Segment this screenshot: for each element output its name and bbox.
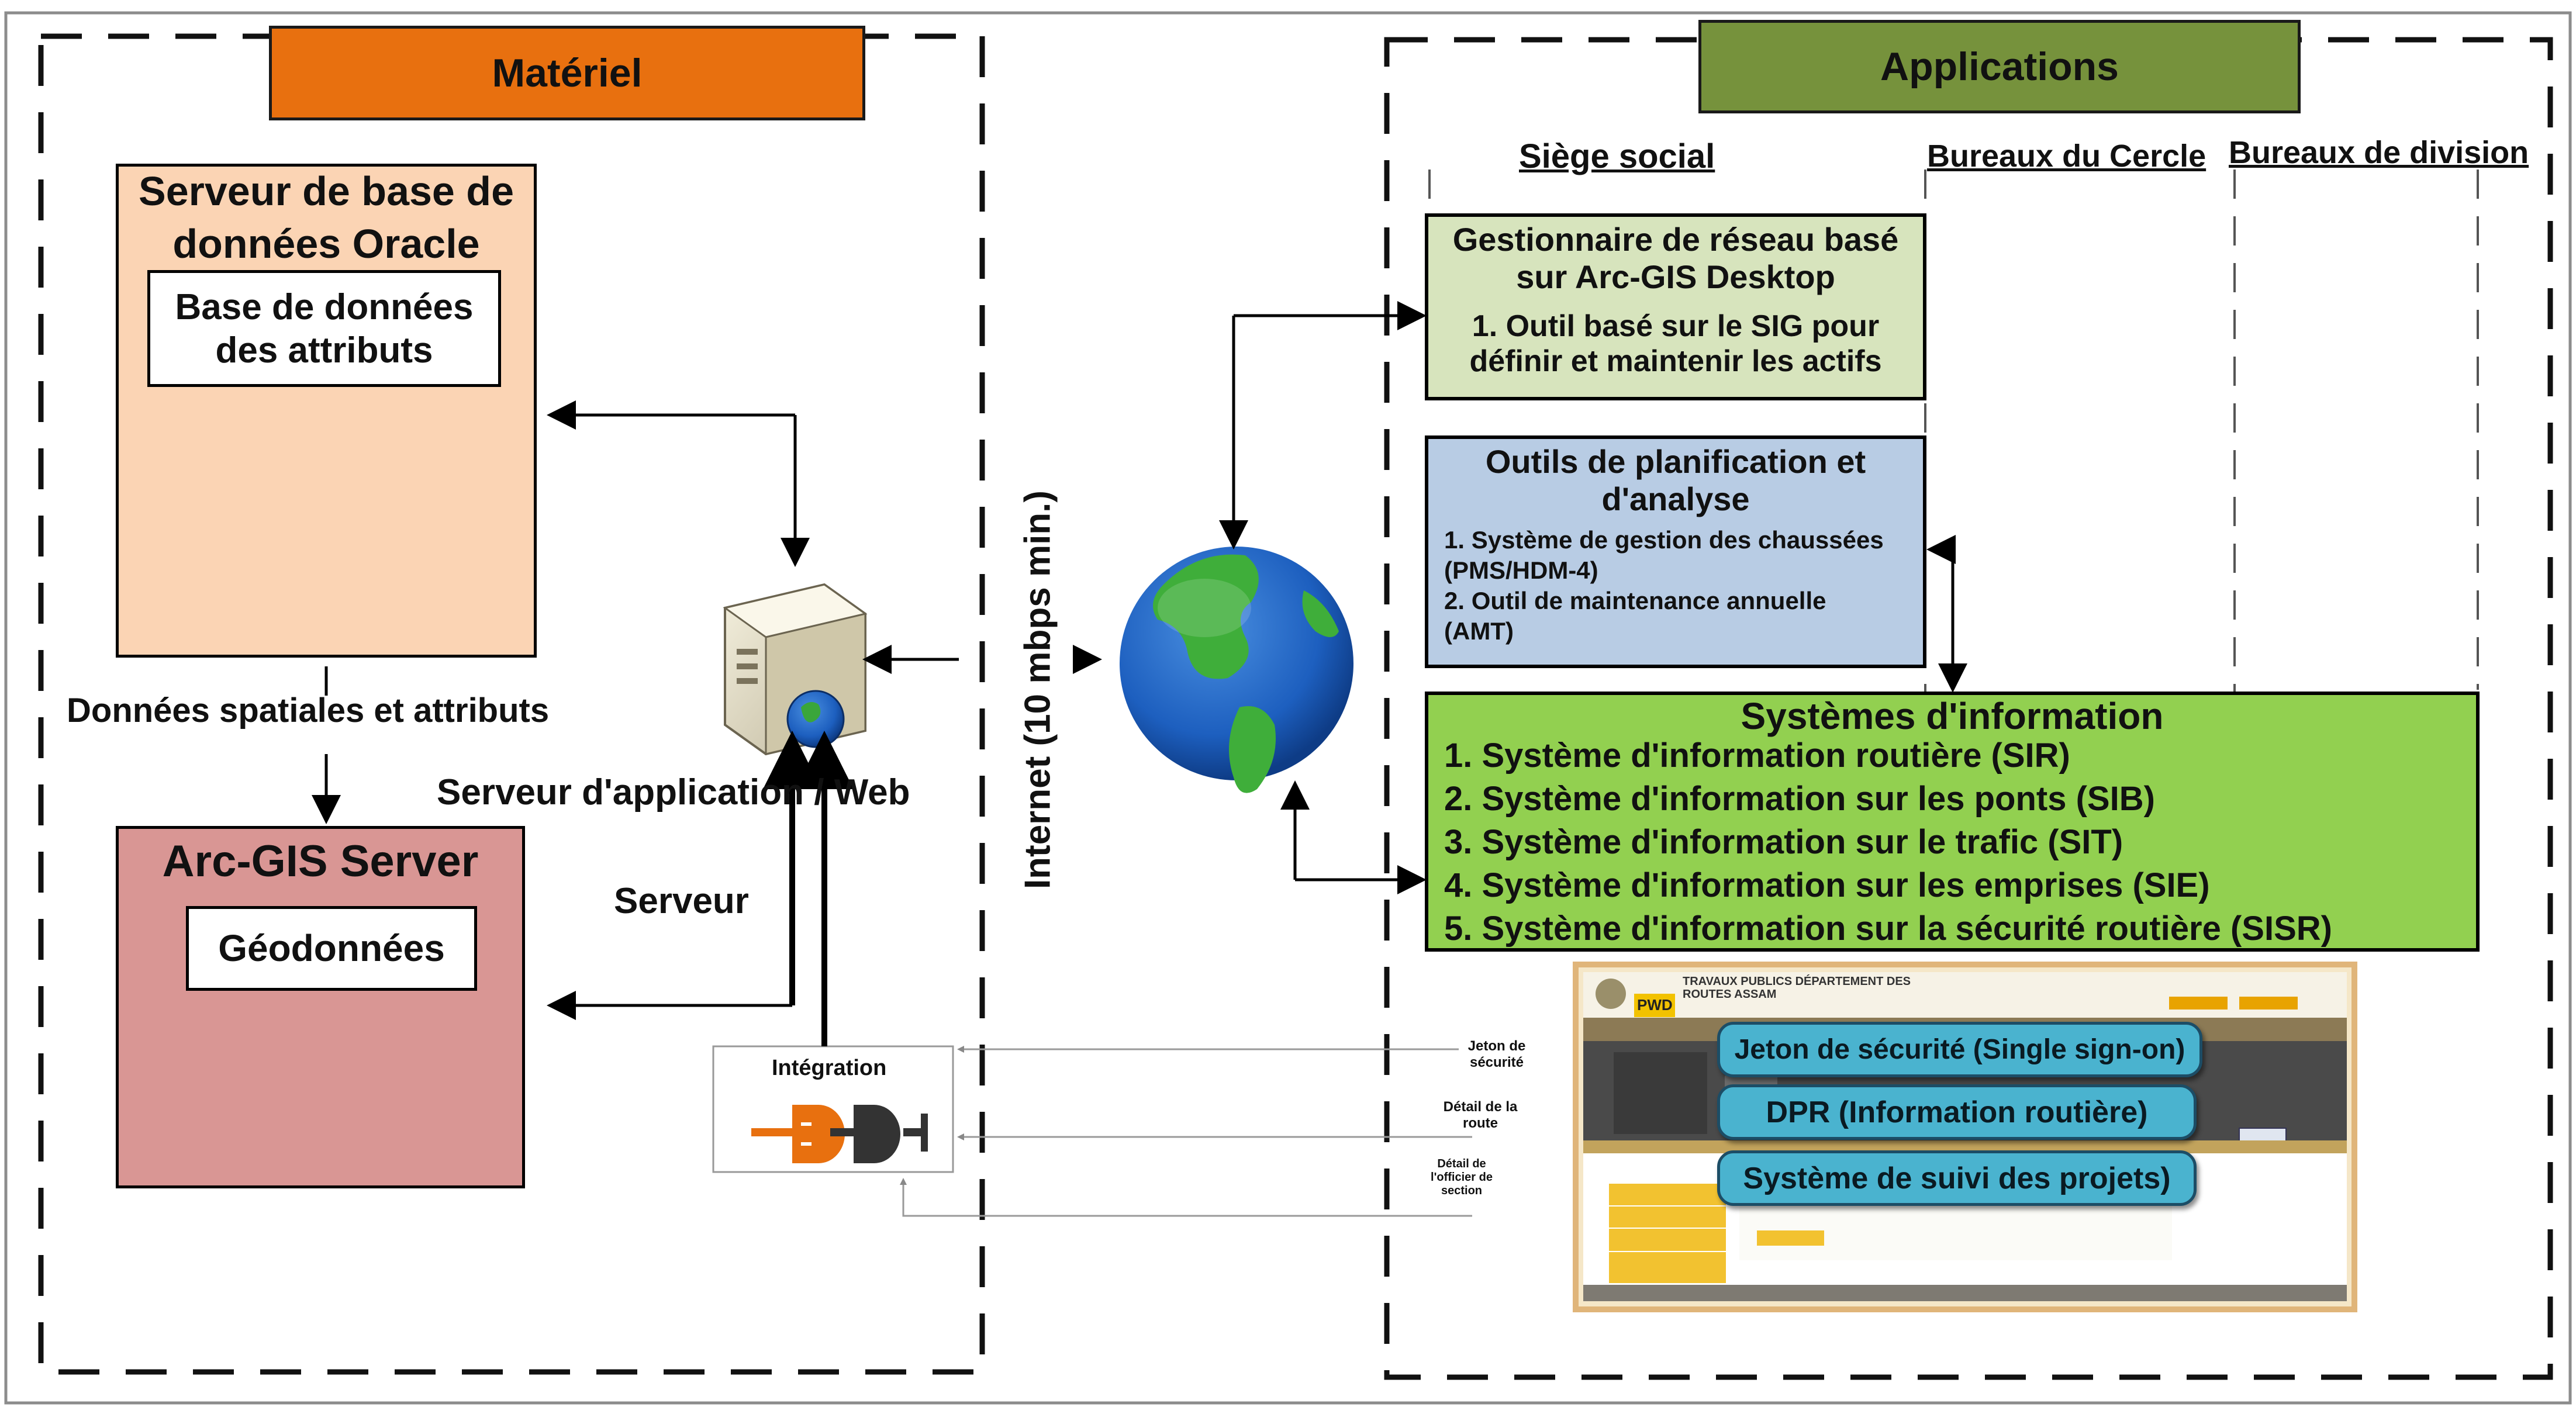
column-head-office: Siège social	[1519, 137, 1715, 175]
network-manager-line1: Gestionnaire de réseau basé	[1452, 221, 1899, 258]
geodata-box: Géodonnées	[186, 906, 477, 991]
info-system-item: 4. Système d'information sur les emprise…	[1444, 866, 2210, 904]
dpr-pill[interactable]: DPR (Information routière)	[1717, 1084, 2197, 1140]
planning-line2: d'analyse	[1601, 480, 1750, 517]
planning-items: 1. Système de gestion des chaussées (PMS…	[1444, 525, 1884, 647]
oracle-db-server-title: Serveur de base de données Oracle	[116, 165, 537, 270]
attribute-db-line1: Base de données	[175, 287, 474, 327]
route-side-line2: route	[1463, 1115, 1498, 1131]
planning-item1-line1: 1. Système de gestion des chaussées	[1444, 526, 1884, 554]
information-systems-box	[1425, 692, 2480, 952]
section-side-line2: l'officier de	[1431, 1171, 1493, 1184]
planning-tools-box	[1425, 435, 1926, 668]
planning-item2-line2: (AMT)	[1444, 617, 1514, 645]
hardware-header: Matériel	[269, 26, 865, 120]
geodata-label: Géodonnées	[218, 927, 445, 969]
security-token-pill[interactable]: Jeton de sécurité (Single sign-on)	[1717, 1022, 2202, 1077]
attribute-db-line2: des attributs	[215, 330, 433, 371]
outer-frame	[4, 11, 2572, 1405]
route-side-line1: Détail de la	[1443, 1099, 1518, 1115]
column-division-offices: Bureaux de division	[2229, 135, 2529, 170]
arcgis-server-box	[116, 826, 525, 1188]
portal-logo: PWD	[1637, 996, 1673, 1014]
spatial-data-label: Données spatiales et attributs	[67, 692, 550, 730]
info-system-item: 2. Système d'information sur les ponts (…	[1444, 780, 2155, 818]
network-manager-line2: sur Arc-GIS Desktop	[1516, 258, 1835, 295]
network-manager-item: 1. Outil basé sur le SIG pour définir et…	[1425, 309, 1926, 379]
planning-line1: Outils de planification et	[1485, 443, 1866, 480]
info-system-item: 3. Système d'information sur le trafic (…	[1444, 823, 2123, 861]
dpr-label: DPR (Information routière)	[1766, 1095, 2148, 1129]
network-manager-item-line1: 1. Outil basé sur le SIG pour	[1472, 309, 1880, 343]
security-token-label: Jeton de sécurité (Single sign-on)	[1734, 1034, 2185, 1065]
integration-label: Intégration	[772, 1056, 887, 1080]
portal-org-line1: TRAVAUX PUBLICS DÉPARTEMENT DES	[1683, 975, 1911, 988]
attribute-db-box: Base de données des attributs	[147, 270, 501, 387]
planning-item1-line2: (PMS/HDM-4)	[1444, 556, 1598, 584]
planning-item2-line1: 2. Outil de maintenance annuelle	[1444, 587, 1826, 614]
information-systems-title: Systèmes d'information	[1741, 695, 2164, 737]
network-manager-title: Gestionnaire de réseau basé sur Arc-GIS …	[1425, 221, 1926, 296]
token-side-line2: sécurité	[1469, 1055, 1524, 1070]
app-server-label: Serveur d'application / Web	[437, 772, 910, 813]
oracle-db-server-box	[116, 164, 537, 658]
project-tracking-pill[interactable]: Système de suivi des projets)	[1717, 1150, 2197, 1206]
oracle-db-title-line2: données Oracle	[172, 221, 480, 267]
oracle-db-title-line1: Serveur de base de	[139, 168, 514, 214]
planning-tools-title: Outils de planification et d'analyse	[1425, 443, 1926, 518]
network-manager-item-line2: définir et maintenir les actifs	[1469, 344, 1882, 378]
info-system-item: 5. Système d'information sur la sécurité…	[1444, 910, 2332, 948]
portal-org-name: TRAVAUX PUBLICS DÉPARTEMENT DES ROUTES A…	[1683, 975, 1911, 1001]
internet-globe-icon	[1120, 547, 1353, 793]
network-manager-box	[1425, 213, 1926, 400]
column-circle-offices: Bureaux du Cercle	[1927, 139, 2206, 174]
info-system-item: 1. Système d'information routière (SIR)	[1444, 737, 2070, 775]
applications-panel	[1384, 37, 2553, 1380]
web-server-icon	[723, 583, 868, 756]
token-side-line1: Jeton de	[1467, 1038, 1526, 1054]
internet-label-text: Internet (10 mbps min.)	[1017, 490, 1058, 890]
integration-plug-icon	[712, 1045, 954, 1173]
section-officer-side-label: Détail de l'officier de section	[1427, 1157, 1497, 1198]
applications-title: Applications	[1880, 44, 2119, 89]
section-side-line3: section	[1441, 1184, 1483, 1197]
section-side-line1: Détail de	[1437, 1157, 1486, 1170]
hardware-title: Matériel	[492, 51, 643, 95]
information-systems-list: 1. Système d'information routière (SIR) …	[1444, 734, 2332, 950]
applications-header: Applications	[1698, 20, 2301, 113]
project-tracking-label: Système de suivi des projets)	[1743, 1161, 2171, 1195]
arcgis-server-title: Arc-GIS Server	[162, 836, 479, 886]
server-label: Serveur	[614, 881, 749, 921]
portal-org-line2: ROUTES ASSAM	[1683, 988, 1777, 1001]
route-detail-side-label: Détail de la route	[1434, 1099, 1527, 1132]
security-token-side-label: Jeton de sécurité	[1459, 1038, 1535, 1071]
